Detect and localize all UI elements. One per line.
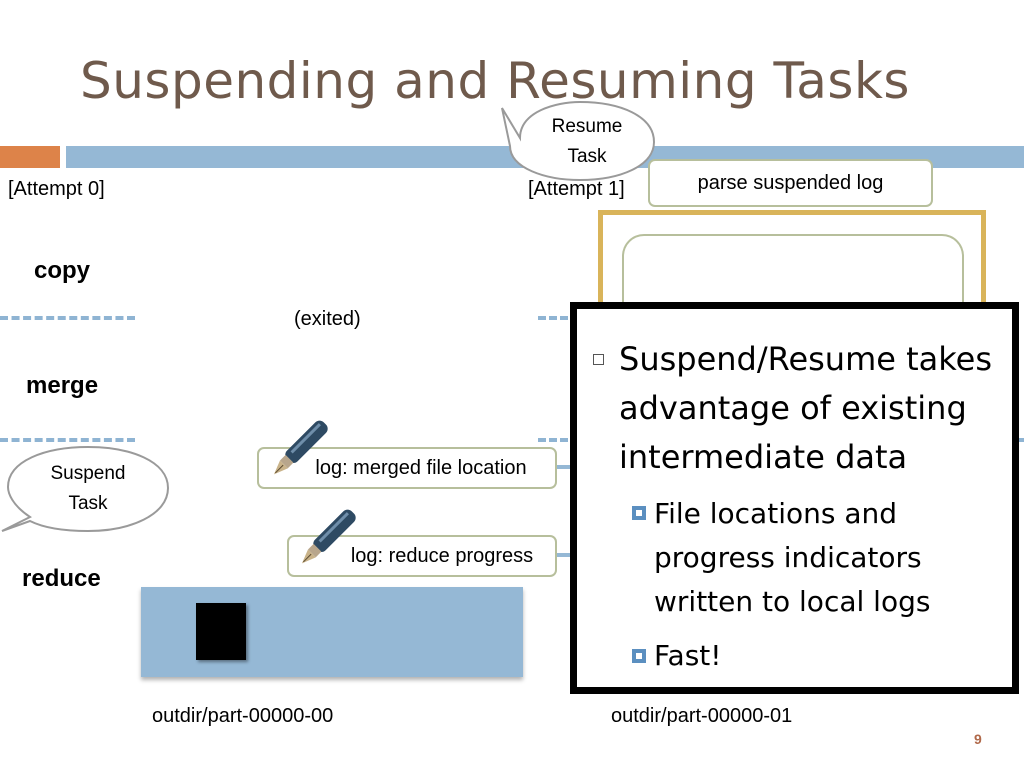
header-accent-orange [0,146,60,168]
parse-log-label: parse suspended log [697,171,884,194]
suspend-bubble-line1: Suspend [50,463,126,484]
callout-sub-point-2: Fast! [654,639,722,672]
resumed-task-inner-box [622,234,964,314]
speech-bubble-shape [1,445,170,533]
stage-divider-left-2 [0,438,135,442]
resume-bubble-line1: Resume [551,116,623,137]
slide-title: Suspending and Resuming Tasks [80,52,910,110]
exited-label: (exited) [294,308,361,330]
stage-divider-left-1 [0,316,135,320]
summary-callout: Suspend/Resume takes advantage of existi… [570,302,1019,694]
resume-bubble-line2: Task [567,146,607,167]
stage-copy: copy [34,257,91,284]
parse-log-box: parse suspended log [648,159,933,207]
stage-divider-right-1 [538,316,568,320]
fountain-pen-icon [273,420,328,475]
attempt-0-label: [Attempt 0] [8,178,105,200]
stage-divider-right-3 [1019,438,1024,442]
resumed-task-frame [598,210,986,310]
suspend-task-bubble: Suspend Task [0,443,172,535]
output-file-0: outdir/part-00000-00 [152,705,334,727]
page-number: 9 [974,731,982,747]
speech-bubble-shape [501,100,656,182]
callout-main-point: Suspend/Resume takes advantage of existi… [619,340,993,476]
fountain-pen-icon [301,509,356,564]
stage-merge: merge [26,372,99,399]
resume-task-bubble: Resume Task [500,100,656,182]
filled-square-bullet-icon [632,506,646,520]
log-merged-label: log: merged file location [315,456,527,479]
suspend-bubble-line2: Task [68,493,108,514]
attempt-1-label: [Attempt 1] [528,178,625,200]
stage-divider-right-2 [538,438,568,442]
output-progress-marker [196,603,246,660]
callout-sub-point-1: File locations and progress indicators w… [654,497,931,618]
square-bullet-icon [593,354,604,365]
log-connector-1 [557,465,570,469]
filled-square-bullet-icon [632,649,646,663]
log-merged-box: log: merged file location [257,447,557,489]
log-connector-2 [557,553,570,557]
log-reduce-label: log: reduce progress [350,544,534,567]
stage-reduce: reduce [22,565,101,592]
output-file-1: outdir/part-00000-01 [611,705,793,727]
